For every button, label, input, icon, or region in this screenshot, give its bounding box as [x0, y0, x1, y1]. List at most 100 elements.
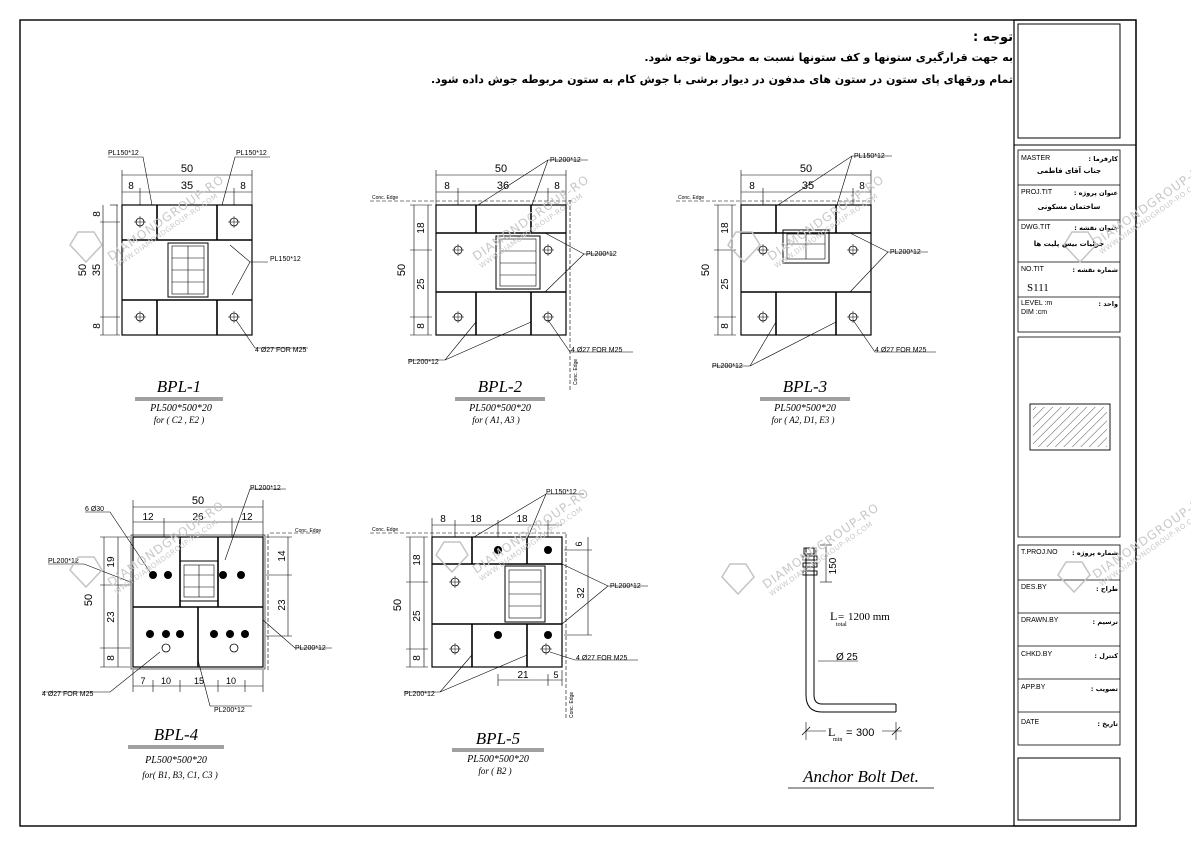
svg-text:8: 8 [240, 181, 246, 192]
svg-text:PL150*12: PL150*12 [270, 256, 301, 263]
svg-text:50: 50 [495, 163, 507, 175]
svg-text:18: 18 [470, 514, 482, 525]
svg-text:18: 18 [412, 554, 423, 566]
svg-text:Anchor Bolt Det.: Anchor Bolt Det. [802, 767, 919, 786]
svg-text:PL500*500*20: PL500*500*20 [466, 754, 529, 765]
svg-text:4 Ø27 FOR M25: 4 Ø27 FOR M25 [255, 347, 306, 354]
svg-text:Conc. Edge: Conc. Edge [678, 195, 704, 201]
svg-text:PL200*12: PL200*12 [295, 645, 326, 652]
app-label: APP.BY [1021, 684, 1046, 691]
svg-text:18: 18 [416, 222, 427, 234]
svg-text:8: 8 [440, 514, 446, 525]
svg-text:PL200*12: PL200*12 [408, 359, 439, 366]
svg-text:14: 14 [277, 550, 288, 562]
note-line-1: به جهت قرارگیری ستونها و کف ستونها نسبت … [644, 51, 1013, 64]
svg-text:4 Ø27 FOR M25: 4 Ø27 FOR M25 [42, 691, 93, 698]
svg-text:8: 8 [92, 211, 103, 217]
dwgtit-label-fa: عنوان نقشه : [1074, 224, 1118, 232]
svg-text:35: 35 [802, 180, 814, 192]
svg-text:4 Ø27 FOR M25: 4 Ø27 FOR M25 [875, 347, 926, 354]
svg-text:8: 8 [749, 181, 755, 192]
note-line-2: تمام ورقهای پای ستون در ستون های مدفون د… [430, 73, 1013, 86]
svg-text:23: 23 [106, 611, 117, 623]
svg-text:PL150*12: PL150*12 [236, 150, 267, 157]
svg-text:8: 8 [92, 323, 103, 329]
dwgtit-value: جزئیات بیس پلیت ها [1033, 240, 1105, 248]
svg-text:50: 50 [392, 599, 404, 611]
svg-text:8: 8 [106, 655, 117, 661]
svg-text:50: 50 [192, 495, 204, 507]
svg-text:PL200*12: PL200*12 [586, 251, 617, 258]
svg-text:10: 10 [226, 676, 236, 686]
notit-value: S111 [1027, 282, 1049, 294]
svg-text:Conc. Edge: Conc. Edge [569, 692, 575, 718]
svg-text:for ( B2 ): for ( B2 ) [478, 766, 511, 776]
svg-text:50: 50 [77, 264, 89, 276]
svg-text:Conc. Edge: Conc. Edge [372, 527, 398, 533]
svg-text:L: L [828, 725, 835, 739]
svg-text:BPL-3: BPL-3 [783, 377, 827, 396]
notes-block: توجه : به جهت قرارگیری ستونها و کف ستونه… [430, 30, 1013, 95]
projtit-value: ساختمان مسکونی [1037, 203, 1101, 211]
svg-text:8: 8 [720, 323, 731, 329]
svg-text:300: 300 [856, 727, 874, 739]
svg-text:for( B1, B3, C1, C3 ): for( B1, B3, C1, C3 ) [142, 770, 218, 780]
svg-text:8: 8 [554, 181, 560, 192]
svg-text:1200 mm: 1200 mm [848, 611, 890, 623]
svg-text:for ( A1, A3 ): for ( A1, A3 ) [472, 415, 519, 425]
svg-text:5: 5 [553, 670, 558, 680]
hatch-sample [1033, 407, 1107, 447]
svg-text:36: 36 [497, 180, 509, 192]
notit-label: NO.TIT [1021, 266, 1044, 273]
svg-text:PL200*12: PL200*12 [404, 691, 435, 698]
svg-text:=: = [838, 611, 844, 623]
svg-text:BPL-1: BPL-1 [157, 377, 201, 396]
app-label-fa: تصویب : [1090, 685, 1118, 693]
drawn-label: DRAWN.BY [1021, 617, 1059, 624]
svg-text:150: 150 [828, 557, 839, 574]
svg-text:PL500*500*20: PL500*500*20 [773, 403, 836, 414]
bpl1-drawing: 50 8 35 8 8 35 8 50 PL150*12 PL150*12 PL… [77, 150, 308, 425]
svg-text:21: 21 [517, 670, 529, 681]
bpl3-drawing: Conc. Edge 50 8 35 8 18 25 8 50 PL150*12… [676, 153, 936, 425]
svg-text:50: 50 [700, 264, 712, 276]
chkd-label: CHKD.BY [1021, 651, 1053, 658]
svg-text:10: 10 [161, 676, 171, 686]
projtit-label: PROJ.TIT [1021, 189, 1053, 196]
svg-text:50: 50 [83, 594, 95, 606]
svg-text:8: 8 [444, 181, 450, 192]
svg-text:4 Ø27 FOR M25: 4 Ø27 FOR M25 [571, 347, 622, 354]
notit-label-fa: شماره نقشه : [1072, 266, 1118, 274]
svg-text:L: L [830, 609, 837, 623]
svg-text:=: = [846, 727, 852, 739]
chkd-label-fa: کنترل : [1094, 652, 1118, 660]
notes-title: توجه : [972, 30, 1013, 45]
desby-label-fa: طراح : [1096, 585, 1118, 593]
bpl4-drawing: Conc. Edge 50 12 26 12 19 23 8 50 14 23 … [42, 485, 332, 780]
unit-label-fa: واحد : [1098, 300, 1118, 308]
svg-text:BPL-5: BPL-5 [476, 729, 520, 748]
svg-text:PL500*500*20: PL500*500*20 [149, 403, 212, 414]
svg-text:PL500*500*20: PL500*500*20 [144, 755, 207, 766]
svg-text:4 Ø27 FOR M25: 4 Ø27 FOR M25 [576, 655, 627, 662]
date-label: DATE [1021, 719, 1040, 726]
svg-text:35: 35 [91, 264, 103, 276]
master-label: MASTER [1021, 155, 1051, 162]
svg-text:25: 25 [720, 278, 731, 290]
drawn-label-fa: ترسیم : [1092, 618, 1119, 626]
svg-text:26: 26 [192, 512, 204, 523]
svg-text:15: 15 [194, 676, 204, 686]
tproj-label-fa: شماره پروژه : [1072, 549, 1118, 557]
svg-text:PL150*12: PL150*12 [108, 150, 139, 157]
svg-text:8: 8 [412, 655, 423, 661]
date-label-fa: تاریخ : [1097, 720, 1118, 728]
svg-text:23: 23 [277, 599, 288, 611]
svg-text:PL150*12: PL150*12 [546, 489, 577, 496]
svg-text:25: 25 [416, 278, 427, 290]
svg-text:12: 12 [241, 512, 253, 523]
master-value: جناب آقای فاطمی [1036, 167, 1102, 175]
svg-text:PL500*500*20: PL500*500*20 [468, 403, 531, 414]
svg-text:for ( A2, D1, E3 ): for ( A2, D1, E3 ) [771, 415, 834, 425]
svg-text:Conc. Edge: Conc. Edge [295, 528, 321, 534]
